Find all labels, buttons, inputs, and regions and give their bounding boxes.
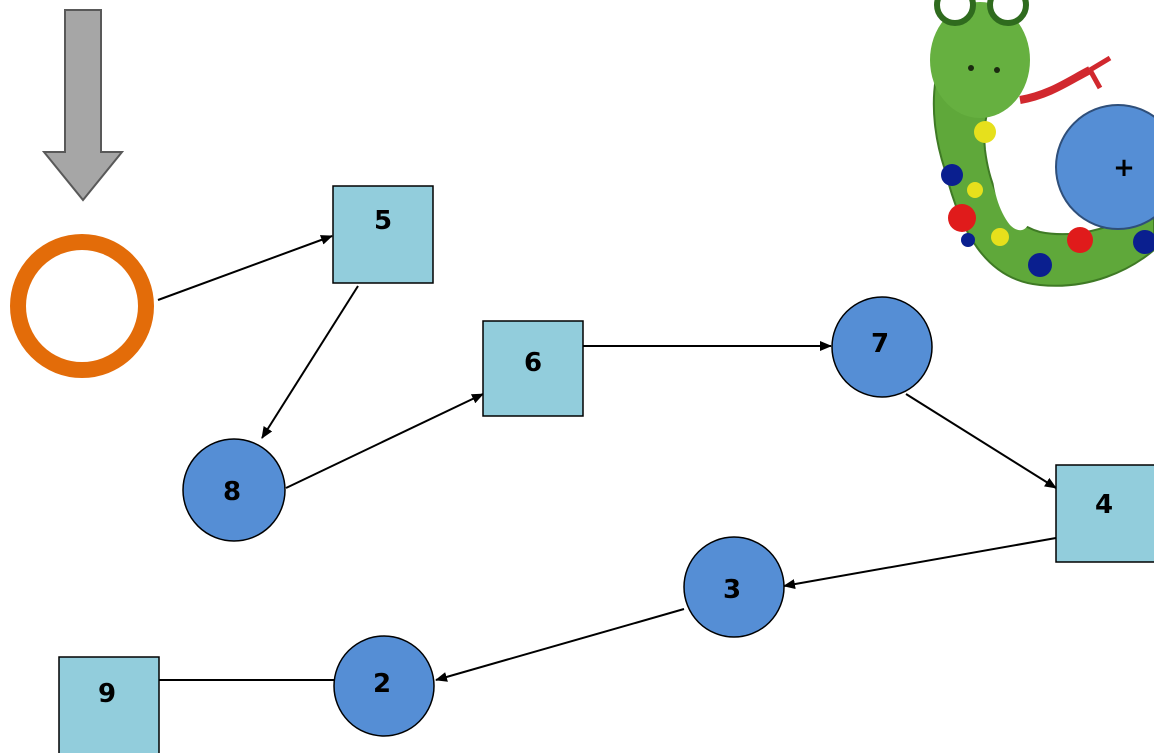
- node-4: 4: [1055, 464, 1154, 563]
- node-7-label: 7: [871, 329, 889, 359]
- edge-5-to-8: [261, 285, 359, 439]
- node-2-label: 2: [373, 669, 391, 699]
- plus-badge: +: [1055, 104, 1154, 230]
- node-2: 2: [333, 635, 435, 737]
- down-arrow-icon: [41, 9, 125, 202]
- edge-4-to-3: [783, 537, 1057, 590]
- edge-start-to-5: [157, 235, 333, 301]
- node-7: 7: [831, 296, 933, 398]
- node-3-label: 3: [723, 575, 741, 605]
- edge-8-to-6: [285, 393, 484, 489]
- node-6-label: 6: [524, 348, 542, 378]
- edge-7-to-4: [905, 393, 1057, 489]
- edges: [157, 235, 1057, 682]
- start-node: [10, 234, 154, 378]
- node-9: 9: [58, 656, 160, 753]
- node-4-label: 4: [1095, 490, 1113, 520]
- node-8: 8: [182, 438, 286, 542]
- node-5-label: 5: [374, 206, 392, 236]
- node-5: 5: [332, 185, 434, 284]
- edge-3-to-2: [435, 608, 685, 682]
- plus-badge-label: +: [1113, 153, 1135, 183]
- node-6: 6: [482, 320, 584, 417]
- node-8-label: 8: [223, 477, 241, 507]
- node-9-label: 9: [98, 679, 116, 709]
- node-3: 3: [683, 536, 785, 638]
